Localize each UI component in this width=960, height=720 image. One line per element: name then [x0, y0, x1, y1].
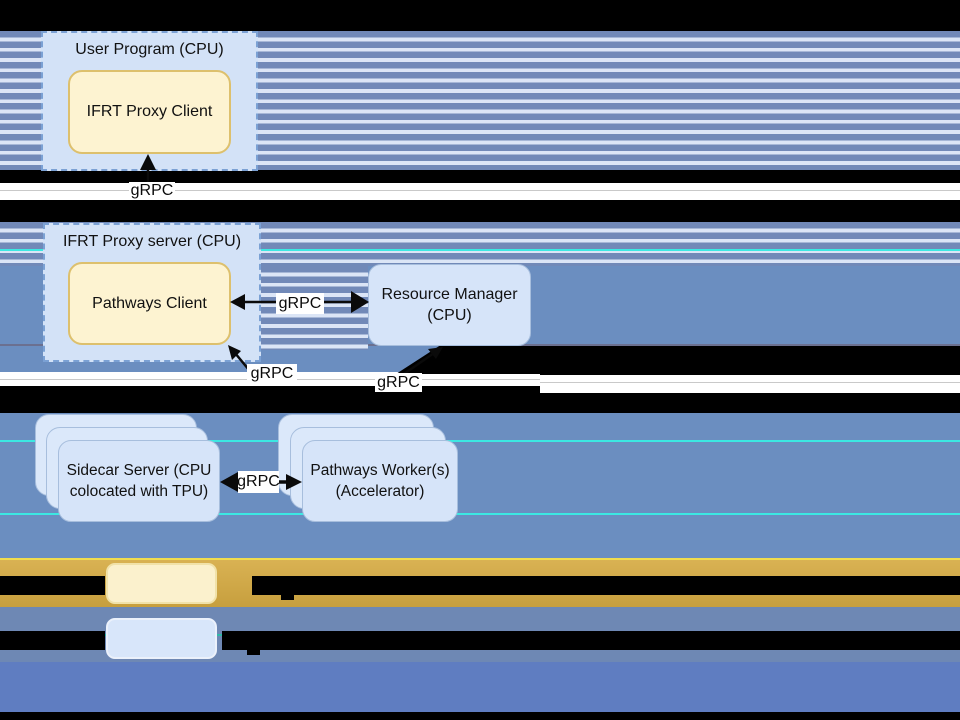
node-pathways-workers-line2: (Accelerator) — [335, 483, 425, 500]
edge-label-grpc-workers-rm: gRPC — [375, 373, 422, 392]
black-band-2 — [0, 200, 960, 222]
node-pathways-client-label: Pathways Client — [92, 294, 207, 312]
node-resource-manager: Resource Manager (CPU) — [368, 264, 531, 346]
redacted-bar-row1-left — [0, 576, 105, 595]
legend-swatch-blue — [106, 618, 217, 659]
black-band-1 — [0, 170, 960, 183]
top-black-band — [0, 0, 960, 31]
edge-label-grpc-rm-text: gRPC — [278, 294, 322, 312]
edge-label-grpc-client-text: gRPC — [130, 182, 174, 199]
black-right-zone-1 — [540, 346, 960, 375]
node-pathways-workers-line1: Pathways Worker(s) — [310, 462, 450, 479]
edge-label-grpc-workers-rm-text: gRPC — [377, 373, 420, 391]
redacted-legend-label-2 — [222, 631, 960, 650]
cyan-glitch-line-2 — [0, 440, 960, 442]
cyan-glitch-line-1 — [0, 249, 960, 251]
edge-label-grpc-client: gRPC — [129, 182, 175, 200]
black-left-zone — [0, 386, 540, 413]
node-ifrt-proxy-client-label: IFRT Proxy Client — [86, 103, 213, 120]
edge-label-grpc-sidecar-client-text: gRPC — [250, 365, 294, 382]
legend-swatch-yellow — [106, 563, 217, 604]
yellow-glitch-line — [0, 558, 960, 560]
black-right-zone-2 — [540, 393, 960, 413]
redacted-bar-row2-left — [0, 631, 105, 650]
redacted-legend-label-1 — [252, 576, 960, 595]
cyan-glitch-line-3 — [0, 513, 960, 515]
node-pathways-client: Pathways Client — [68, 262, 231, 345]
edge-label-grpc-sidecar-workers-text: gRPC — [237, 473, 280, 490]
node-resource-manager-line2: (CPU) — [427, 307, 472, 324]
node-resource-manager-line1: Resource Manager — [381, 286, 518, 303]
node-ifrt-proxy-client: IFRT Proxy Client — [68, 70, 231, 154]
royal-band — [0, 662, 960, 712]
edge-label-grpc-rm: gRPC — [276, 293, 324, 314]
redacted-legend-label-2-descender — [247, 649, 260, 655]
node-pathways-workers: Pathways Worker(s) (Accelerator) — [302, 440, 458, 522]
node-sidecar-server-line2: colocated with TPU) — [69, 483, 209, 500]
white-right-zone — [540, 375, 960, 393]
container-user-program-label: User Program (CPU) — [75, 41, 224, 58]
white-band-1 — [0, 183, 960, 200]
redacted-legend-label-1-descender — [281, 594, 294, 600]
edge-label-grpc-sidecar-client: gRPC — [247, 364, 297, 384]
node-sidecar-server: Sidecar Server (CPU colocated with TPU) — [58, 440, 220, 522]
container-ifrt-proxy-server-label: IFRT Proxy server (CPU) — [62, 233, 242, 250]
node-sidecar-server-line1: Sidecar Server (CPU — [66, 462, 212, 479]
edge-label-grpc-sidecar-workers: gRPC — [237, 471, 280, 493]
bottom-black-band — [0, 712, 960, 720]
